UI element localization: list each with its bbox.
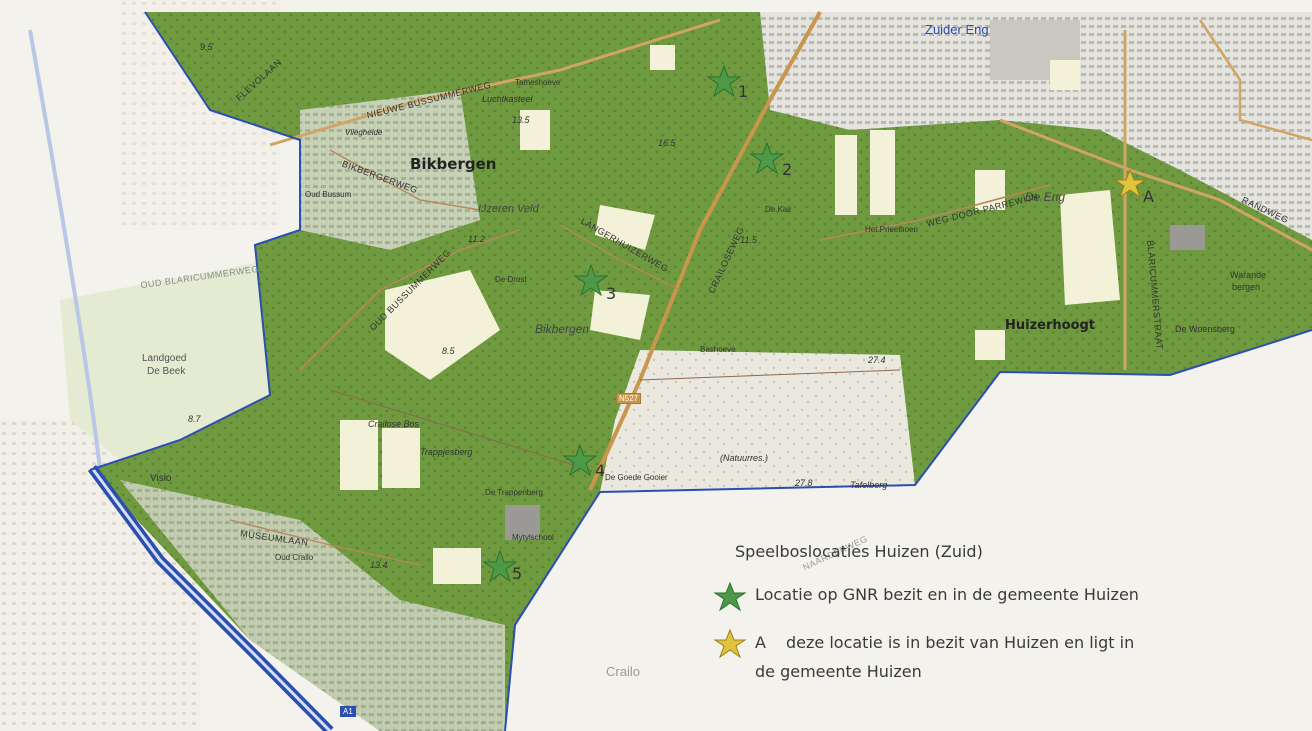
place-warande: Warande bbox=[1230, 270, 1267, 280]
star-icon-yellow bbox=[1113, 168, 1147, 199]
field-13 bbox=[520, 110, 550, 150]
place-crailo: Crailo bbox=[606, 664, 640, 679]
location-number-1: 1 bbox=[738, 82, 749, 101]
place-luchtkasteel: Luchtkasteel bbox=[482, 94, 533, 104]
star-icon bbox=[482, 64, 785, 583]
legend-yellow-prefix: A bbox=[755, 633, 766, 652]
field-3 bbox=[590, 290, 650, 340]
field-7 bbox=[1060, 190, 1120, 305]
building-east bbox=[1170, 225, 1205, 250]
height-label: 13.5 bbox=[512, 115, 530, 125]
field-8 bbox=[835, 135, 857, 215]
road-crailoseweg bbox=[588, 11, 822, 491]
place-de-goede-gooier: De Goede Gooier bbox=[605, 473, 668, 482]
place-de-kail: De Kail bbox=[765, 205, 791, 214]
legend-yellow-star-icon bbox=[713, 628, 747, 659]
heath-natuurreservaat bbox=[600, 350, 915, 492]
height-label: 11.2 bbox=[468, 234, 485, 244]
height-label: 27.4 bbox=[868, 355, 886, 365]
urban-bikbergen bbox=[300, 90, 480, 250]
height-label: 11.5 bbox=[740, 235, 757, 245]
place-crailose-bos: Crailose Bos bbox=[368, 419, 420, 429]
height-label: 16.5 bbox=[658, 138, 676, 148]
legend-title: Speelboslocaties Huizen (Zuid) bbox=[735, 542, 983, 561]
height-label: 13.4 bbox=[370, 560, 388, 570]
field-4 bbox=[340, 420, 378, 490]
outer-roads-west bbox=[28, 29, 102, 471]
road-oud-bussummerweg bbox=[299, 229, 521, 371]
place-vliegheide: Vliegheide bbox=[345, 128, 383, 137]
location-number-3: 3 bbox=[606, 284, 617, 303]
height-label: 8.7 bbox=[188, 414, 201, 424]
place-oud-crailo: Oud Crailo bbox=[275, 553, 314, 562]
place-bashoeve: Bashoeve bbox=[700, 345, 736, 354]
place-huizerhoogt: Huizerhoogt bbox=[1005, 318, 1096, 333]
place-de-drost: De Drost bbox=[495, 275, 527, 284]
road-langerhuizerweg bbox=[559, 224, 681, 291]
place-de-woensberg: De Woensberg bbox=[1175, 324, 1235, 334]
place-zuider-eng: Zuider Eng bbox=[925, 22, 989, 37]
field-5 bbox=[382, 428, 420, 488]
height-label: 9.5 bbox=[200, 42, 213, 52]
place-bikbergen: Bikbergen bbox=[410, 155, 497, 173]
place-ijzeren-veld: IJzeren Veld bbox=[478, 203, 539, 215]
location-number-5: 5 bbox=[512, 564, 523, 583]
field-12 bbox=[1050, 60, 1080, 90]
urban-huizen bbox=[760, 12, 1312, 240]
legend-green-text: Locatie op GNR bezit en in de gemeente H… bbox=[755, 585, 1139, 604]
place-oud-bussum: Oud Bussum bbox=[305, 190, 352, 199]
mytylschool-building bbox=[505, 505, 540, 540]
location-letter-a: A bbox=[1143, 187, 1154, 206]
place-bikbergen-italic: Bikbergen bbox=[535, 322, 590, 336]
field-14 bbox=[650, 45, 675, 70]
road-shield-a1: A1 bbox=[340, 706, 356, 717]
height-label: 27.8 bbox=[795, 478, 813, 488]
road-inner-2 bbox=[639, 369, 901, 381]
place-bergen: bergen bbox=[1232, 282, 1261, 292]
place-de-beek: De Beek bbox=[147, 366, 186, 377]
legend-green-star-icon bbox=[713, 581, 747, 612]
road-randweg bbox=[999, 118, 1312, 252]
location-number-4: 4 bbox=[595, 461, 606, 480]
urban-southwest bbox=[120, 480, 505, 731]
motorway-a1-center bbox=[90, 467, 332, 731]
road-nieuwe-bussummerweg bbox=[269, 18, 721, 147]
place-visio: Visio bbox=[150, 473, 172, 484]
legend-yellow-line2: de gemeente Huizen bbox=[755, 662, 922, 681]
place-mytylschool: Mytylschool bbox=[512, 533, 554, 542]
road-inner-1 bbox=[329, 389, 591, 471]
road-weg-door-parrewijn bbox=[819, 184, 1051, 241]
field-11 bbox=[975, 330, 1005, 360]
place-landgoed: Landgoed bbox=[142, 353, 187, 364]
place-het-prieelhoen: Het Prieelhoen bbox=[865, 225, 918, 234]
municipal-boundary bbox=[89, 11, 1312, 731]
field-6 bbox=[433, 548, 481, 584]
field-2 bbox=[595, 205, 655, 250]
place-natuurres: (Natuurres.) bbox=[720, 453, 769, 463]
road-shield-n527: N527 bbox=[616, 393, 642, 404]
place-tafelberg: Tafelberg bbox=[850, 480, 888, 490]
road-north-east bbox=[1198, 19, 1312, 142]
height-label: 8.5 bbox=[442, 346, 455, 356]
field-1 bbox=[385, 270, 500, 380]
road-museumlaan bbox=[229, 519, 421, 566]
location-number-2: 2 bbox=[782, 160, 793, 179]
place-de-trappenberg: De Trappenberg bbox=[485, 488, 543, 497]
field-9 bbox=[870, 130, 895, 215]
place-de-eng: De Eng bbox=[1025, 190, 1066, 204]
place-tameshoeve: Tameshoeve bbox=[515, 78, 561, 87]
place-trappjesberg: Trappjesberg bbox=[420, 447, 473, 457]
legend-yellow-line1: deze locatie is in bezit van Huizen en l… bbox=[786, 633, 1135, 652]
road-bikbergerweg bbox=[329, 149, 481, 211]
